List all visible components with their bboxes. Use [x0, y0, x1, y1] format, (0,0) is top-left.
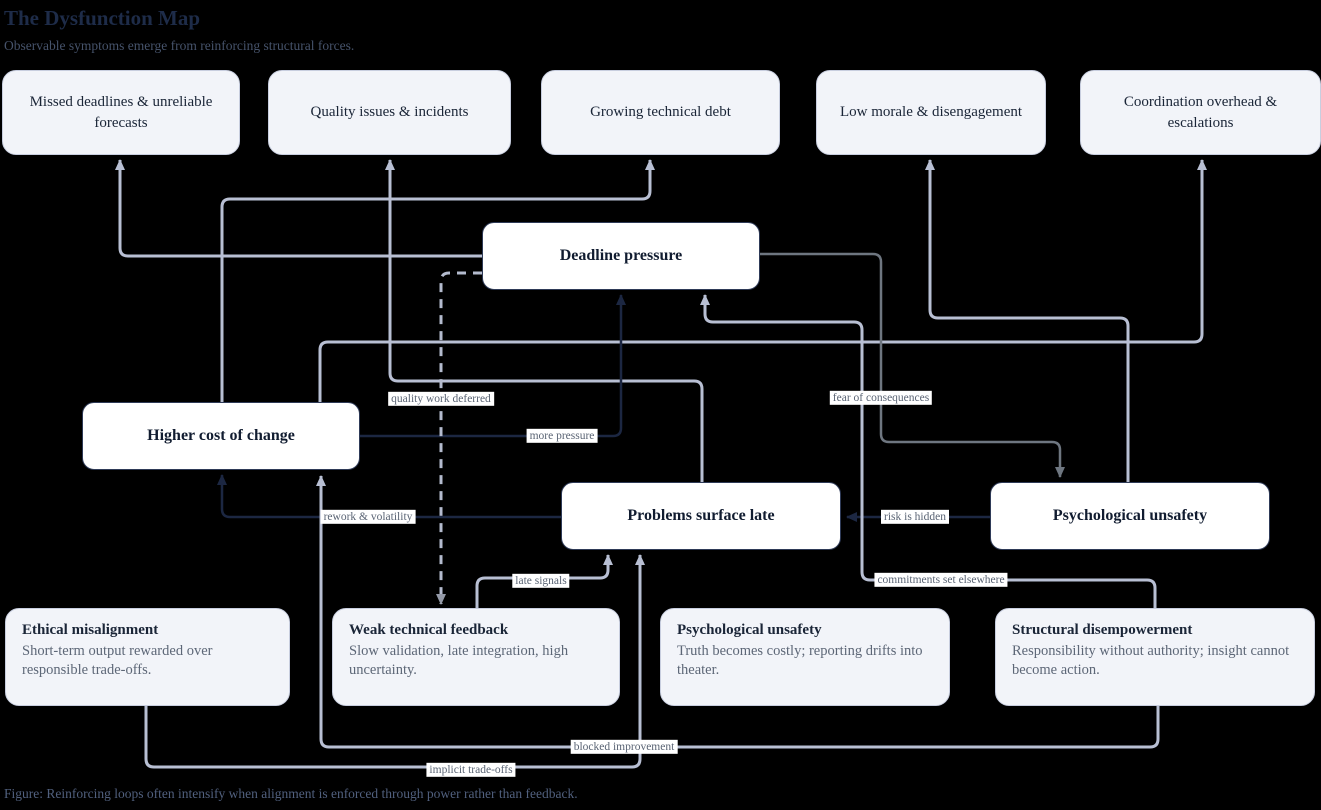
- edge-label-commitments-set-elsewhere: commitments set elsewhere: [874, 572, 1008, 588]
- symptom-label: Quality issues & incidents: [310, 104, 469, 121]
- force-box-psychological-unsafety: Psychological unsafety Truth becomes cos…: [660, 608, 950, 706]
- edge-more-pressure: [360, 294, 626, 438]
- edge-fear-of-consequences: [760, 252, 1065, 478]
- symptom-box-coordination-overhead: Coordination overhead & escalations: [1080, 70, 1321, 155]
- symptom-label: Coordination overhead & escalations: [1123, 94, 1278, 131]
- edge-label-implicit-tradeoffs: implicit trade-offs: [426, 762, 516, 778]
- force-title: Weak technical feedback: [349, 622, 509, 638]
- edge-highercost-to-coordination: [318, 159, 1207, 402]
- node-psychological-unsafety: Psychological unsafety: [990, 482, 1270, 550]
- figure-caption: Figure: Reinforcing loops often intensif…: [4, 786, 578, 801]
- symptom-box-low-morale: Low morale & disengagement: [816, 70, 1046, 155]
- edge-commitments-set-elsewhere: [700, 294, 1157, 608]
- node-higher-cost-of-change: Higher cost of change: [82, 402, 360, 470]
- page-subtitle: Observable symptoms emerge from reinforc…: [4, 38, 355, 53]
- force-description: Short-term output rewarded over responsi…: [22, 643, 213, 679]
- edge-label-late-signals: late signals: [512, 573, 570, 589]
- edge-label-fear-of-consequences: fear of consequences: [829, 390, 933, 406]
- edge-label-quality-work-deferred: quality work deferred: [388, 391, 494, 407]
- node-label: Psychological unsafety: [1052, 507, 1208, 524]
- node-label: Problems surface late: [627, 507, 775, 524]
- force-box-weak-technical-feedback: Weak technical feedback Slow validation,…: [332, 608, 620, 706]
- edge-label-rework-volatility: rework & volatility: [320, 509, 416, 525]
- force-title: Ethical misalignment: [22, 622, 159, 638]
- node-label: Deadline pressure: [559, 247, 683, 264]
- edge-rework-volatility: [217, 474, 561, 519]
- symptom-label: Growing technical debt: [590, 104, 731, 121]
- edge-label-risk-is-hidden: risk is hidden: [881, 509, 949, 525]
- force-title: Structural disempowerment: [1012, 622, 1193, 638]
- node-deadline-pressure: Deadline pressure: [482, 222, 760, 290]
- node-problems-surface-late: Problems surface late: [561, 482, 841, 550]
- edge-quality-work-deferred: [436, 271, 482, 605]
- edge-problems-to-quality: [385, 159, 704, 482]
- edge-label-blocked-improvement: blocked improvement: [570, 739, 678, 755]
- force-title: Psychological unsafety: [677, 622, 822, 638]
- edge-highercost-to-debt: [220, 159, 655, 402]
- edge-implicit-tradeoffs: [144, 554, 645, 769]
- symptom-label: Missed deadlines & unreliable forecasts: [29, 94, 213, 131]
- force-box-ethical-misalignment: Ethical misalignment Short-term output r…: [5, 608, 290, 706]
- edge-label-more-pressure: more pressure: [526, 428, 598, 444]
- symptom-label: Low morale & disengagement: [839, 104, 1023, 121]
- edge-blocked-improvement: [316, 475, 1160, 749]
- force-box-structural-disempowerment: Structural disempowerment Responsibility…: [995, 608, 1315, 706]
- symptom-box-quality-issues: Quality issues & incidents: [268, 70, 511, 155]
- force-description: Slow validation, late integration, high …: [349, 643, 569, 679]
- symptom-box-missed-deadlines: Missed deadlines & unreliable forecasts: [2, 70, 240, 155]
- force-description: Responsibility without authority; insigh…: [1012, 643, 1290, 679]
- node-label: Higher cost of change: [147, 427, 295, 444]
- edge-unsafety-to-morale: [925, 159, 1130, 482]
- page-title: The Dysfunction Map: [4, 6, 201, 30]
- force-description: Truth becomes costly; reporting drifts i…: [677, 643, 923, 679]
- symptom-box-technical-debt: Growing technical debt: [541, 70, 780, 155]
- edge-deadline-to-missed: [115, 159, 482, 258]
